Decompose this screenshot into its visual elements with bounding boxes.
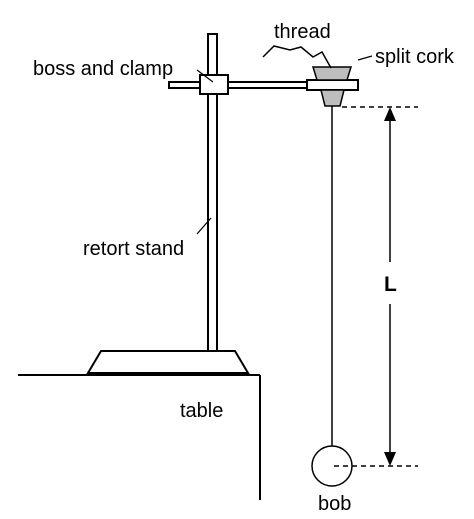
boss <box>199 74 229 95</box>
length-arrow-up-head <box>384 107 396 121</box>
split-cork-upper <box>311 66 353 81</box>
table <box>18 374 261 500</box>
split-cork-label: split cork <box>375 46 455 68</box>
thread-label: thread <box>274 21 331 43</box>
boss-leader-line <box>196 69 214 83</box>
clamp-rod <box>168 81 310 89</box>
bob-label: bob <box>318 493 351 515</box>
retort-stand-rod <box>207 33 218 352</box>
length-label: L <box>384 273 397 296</box>
retort-stand-label: retort stand <box>83 238 184 260</box>
retort-stand-base <box>86 350 250 374</box>
boss-and-clamp-label: boss and clamp <box>33 58 173 80</box>
split-cork-lower <box>320 89 345 107</box>
split-cork-leader-line <box>357 55 373 61</box>
retort-stand-leader-line <box>196 217 212 235</box>
table-label: table <box>180 400 223 422</box>
clamp-jaws <box>306 79 359 91</box>
length-arrow-down-head <box>384 452 396 466</box>
thread-end <box>262 45 332 69</box>
